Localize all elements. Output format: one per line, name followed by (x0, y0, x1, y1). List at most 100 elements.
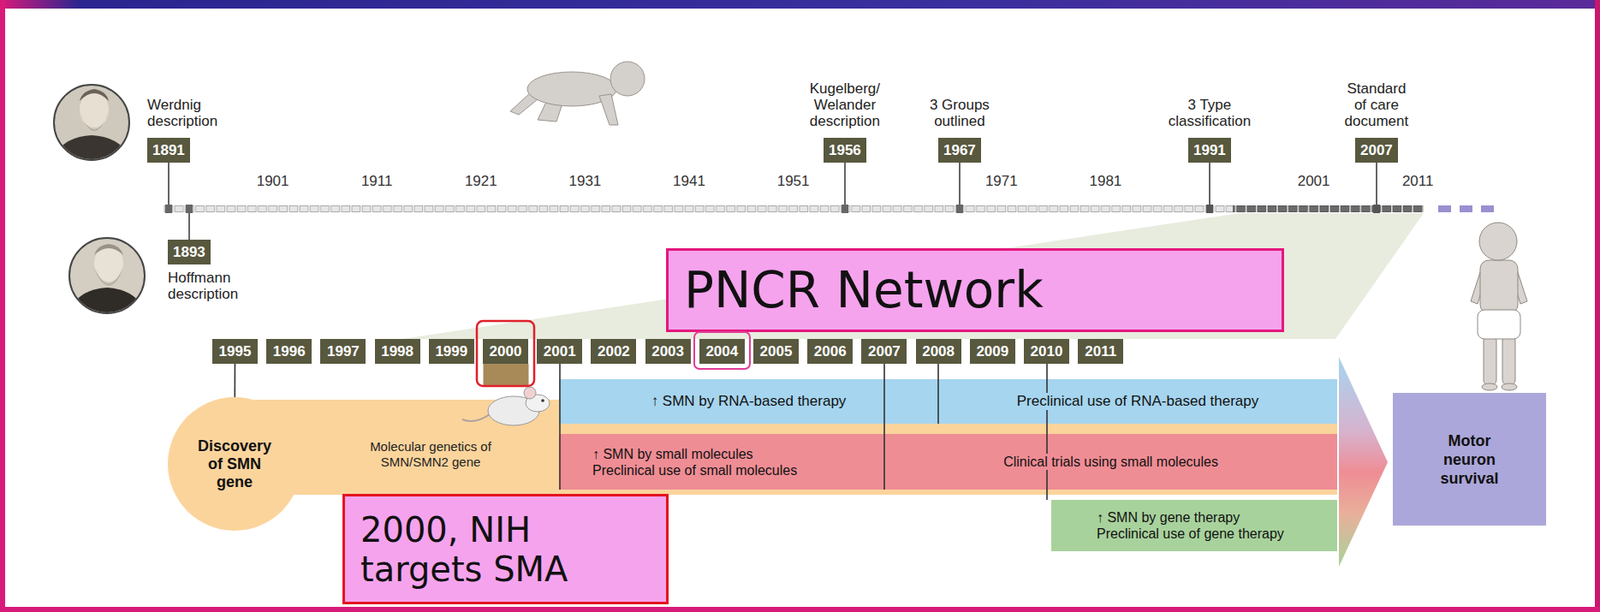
year-divider (1046, 363, 1048, 500)
year-label: 2004 (705, 342, 738, 361)
slide-frame (0, 0, 1600, 9)
mouse-figure (462, 414, 490, 422)
slide-frame (1594, 0, 1600, 612)
year-box: 2006 (807, 339, 853, 364)
milestone-label: 3 Type classification (1159, 96, 1259, 130)
therapy-band: ↑ SMN by gene therapyPreclinical use of … (1051, 499, 1338, 552)
decade-label: 2011 (1402, 172, 1434, 191)
year-label: 1999 (434, 342, 468, 361)
year-marker (483, 363, 530, 386)
band-text: Preclinical use of small molecules (589, 462, 800, 479)
therapy-band: ↑ SMN by small moleculesPreclinical use … (559, 434, 885, 490)
milestone-tick (1208, 162, 1211, 205)
therapy-band: ↑ SMN by RNA-based therapy (559, 379, 939, 424)
crawling-baby (510, 61, 645, 125)
slide-frame (0, 606, 1600, 612)
standing-baby (1501, 383, 1517, 391)
year-label: 1997 (327, 342, 360, 361)
timeline-bar (1232, 205, 1424, 213)
year-box: 2003 (645, 339, 691, 364)
portrait-werdnig (51, 89, 132, 163)
year-label: 2003 (651, 342, 685, 361)
timeline-bar (1438, 205, 1452, 213)
progress-arrow (1338, 356, 1388, 567)
connector-line (233, 363, 236, 398)
year-label: 1967 (943, 142, 976, 159)
year-label: 2002 (597, 342, 631, 361)
slide-frame (0, 0, 6, 612)
milestone-box: 19913 Type classification (1188, 137, 1232, 163)
year-label: 2001 (543, 342, 577, 361)
year-box: 2005 (753, 339, 799, 364)
year-label: 2010 (1030, 342, 1064, 361)
therapy-band: Clinical trials using small molecules (884, 434, 1338, 490)
decade-label: 1981 (1088, 172, 1122, 191)
year-divider (559, 363, 1047, 500)
milestone-label: Hoffmann description (167, 269, 254, 303)
year-divider (559, 363, 561, 490)
milestone-box: 1956Kugelberg/ Welander description (823, 137, 867, 163)
year-divider (937, 363, 940, 424)
year-box: 2009 (969, 339, 1016, 364)
callout-box: 2000, NIH targets SMA (342, 493, 669, 605)
band-text: Molecular genetics of SMN/SMN2 gene (344, 439, 517, 470)
crawling-baby (610, 61, 645, 96)
portrait-hoffmann (66, 237, 148, 317)
milestone-box: 2007Standard of care document (1355, 137, 1398, 163)
milestone-tick (188, 213, 191, 240)
portrait-hoffmann (66, 243, 148, 317)
decade-label: 2001 (1297, 172, 1331, 191)
year-box: 2008 (915, 339, 962, 364)
standing-baby (1481, 383, 1498, 391)
year-label: 1991 (1193, 142, 1226, 159)
timeline-bar (1206, 204, 1214, 214)
portrait-hoffmann (94, 267, 124, 286)
circle-text: Discovery of SMN gene (191, 437, 278, 492)
year-label: 1891 (152, 142, 185, 159)
year-box: 2002 (590, 339, 637, 364)
timeline-bar (841, 204, 849, 214)
year-box: 1997 (320, 339, 366, 364)
milestone-box: 19673 Groups outlined (938, 137, 982, 163)
year-box: 1995 (212, 339, 258, 364)
year-label: 2008 (921, 342, 955, 361)
band-text: Preclinical use of RNA-based therapy (1014, 392, 1262, 411)
timeline-bar (956, 204, 964, 214)
mouse-figure (523, 386, 536, 399)
portrait-werdnig (51, 84, 132, 163)
decade-label: 1931 (568, 172, 601, 191)
mouse-figure (541, 398, 545, 403)
decade-label: 1951 (777, 172, 810, 191)
milestone-box: 1893Hoffmann description (167, 239, 211, 265)
standing-baby (1470, 222, 1528, 391)
milestone-tick (168, 162, 1377, 240)
decade-label: 1911 (361, 172, 393, 191)
therapy-band: Preclinical use of RNA-based therapy (938, 379, 1338, 424)
year-box: 2011 (1077, 339, 1124, 364)
standing-baby (1479, 222, 1517, 261)
band-text: Preclinical use of gene therapy (1094, 525, 1287, 542)
highlight-ring (476, 321, 535, 387)
band-text: Clinical trials using small molecules (1000, 453, 1221, 470)
timeline-bar (163, 205, 1234, 213)
milestone-label: Kugelberg/ Welander description (802, 80, 888, 130)
callout-text: 2000, NIH targets SMA (360, 510, 585, 589)
year-divider (883, 363, 886, 490)
year-label: 1893 (172, 243, 206, 261)
timeline-bar (1459, 205, 1473, 213)
portrait-werdnig (79, 111, 109, 131)
standing-baby (1477, 309, 1521, 340)
decade-label: 1901 (256, 172, 290, 191)
year-box: 2000 (482, 339, 529, 364)
year-box: 2004 (699, 339, 745, 364)
timeline-bar (185, 204, 193, 214)
year-label: 2007 (868, 342, 901, 361)
milestone-tick (958, 162, 961, 205)
timeline-bar (1481, 205, 1494, 213)
portrait-hoffmann (66, 287, 148, 317)
outcome-box: Motor neuron survival (1392, 392, 1547, 526)
standing-baby (1502, 335, 1516, 386)
year-label: 1998 (380, 342, 414, 361)
